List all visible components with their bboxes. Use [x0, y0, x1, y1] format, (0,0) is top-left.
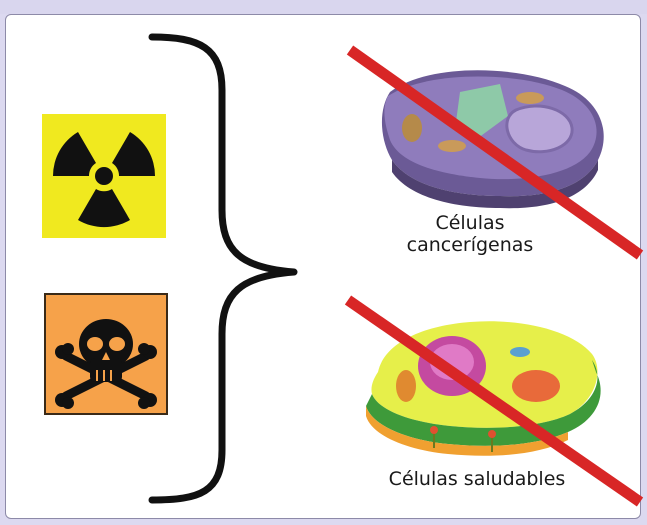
- healthy-cells-label: Células saludables: [372, 468, 582, 490]
- poison-icon: [45, 294, 167, 414]
- cancer-label-line2: cancerígenas: [400, 234, 540, 256]
- radiation-icon: [42, 114, 166, 238]
- curly-brace: [152, 37, 294, 500]
- cancer-label-line1: Células: [400, 212, 540, 234]
- cancer-cells-label: Células cancerígenas: [400, 212, 540, 256]
